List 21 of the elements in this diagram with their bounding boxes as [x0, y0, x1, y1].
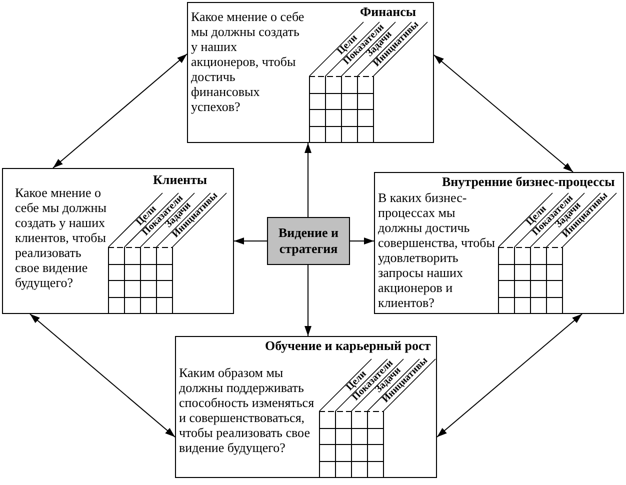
question-text: Какое мнение о себе мы должны создать у наших клиентов, чтобы реализовать свое видение будущего?: [15, 185, 107, 290]
double-arrow: [434, 54, 574, 172]
box-heading: Финансы: [360, 4, 416, 19]
question-text: Какое мнение о себе мы должны создать у наших акционеров, чтобы достичь финансовых успехов?: [191, 9, 305, 114]
perspective-box: [175, 336, 437, 478]
double-arrow: [52, 54, 188, 168]
arrow: [304, 142, 312, 218]
arrow: [304, 264, 312, 336]
double-arrow: [436, 314, 582, 438]
perspective-box: [374, 172, 624, 314]
box-heading: Клиенты: [153, 172, 208, 187]
perspective-box: [2, 168, 234, 314]
question-text: В каких бизнес-процессах мы должны достичь совершенства, чтобы удовлетворить запросы наших акционеров и клиентов?: [378, 190, 496, 310]
arrow: [350, 238, 374, 244]
perspective-box: [187, 2, 434, 143]
double-arrow: [30, 314, 176, 438]
box-heading: Внутренние бизнес-процессы: [442, 174, 615, 189]
box-heading: Обучение и карьерный рост: [265, 338, 431, 353]
question-text: Каким образом мы должны поддерживать способность изменяться и совершенствоваться, чтобы реализовать свое видение будущего?: [179, 365, 316, 455]
arrow: [234, 238, 268, 244]
central-box: Видение и стратегия: [267, 217, 350, 265]
